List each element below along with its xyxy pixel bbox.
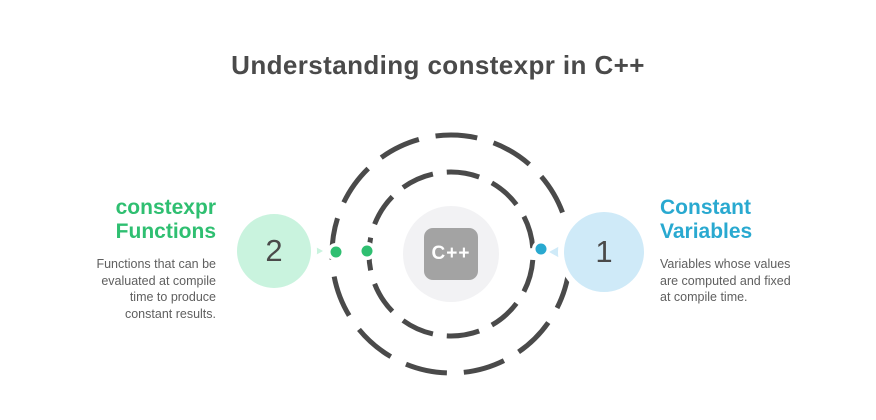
step-1-textblock: Constant Variables Variables whose value… [660,196,845,306]
step-2-body-line: time to produce [129,290,216,304]
step-2-heading-line-2: Functions [115,220,216,243]
right-inner-ring-dot [535,243,547,255]
center-hub-circle: C++ [403,206,499,302]
left-inner-ring-dot [361,245,373,257]
step-2-description: Functions that can be evaluated at compi… [41,256,216,322]
step-2-body-line: evaluated at compile [101,273,216,288]
step-2-body-line: constant results. [124,306,216,321]
diagram-title: Understanding constexpr in C++ [231,50,645,80]
step-2-heading-line-1: constexpr [115,196,216,219]
step-1-description: Variables whose values are computed and … [660,256,845,306]
step-2-textblock: constexpr Functions Functions that can b… [41,196,216,322]
step-2-bubble: 2 [237,214,311,288]
step-1-bubble: 1 [564,212,644,292]
step-1-body-line: Variables whose values [660,257,791,271]
cpp-logo-icon: C++ [424,228,478,280]
cpp-logo-label: C++ [431,243,471,264]
step-2-body-line: Functions that can be [96,257,216,271]
step-1-body-line: at compile time. [660,290,748,304]
step-1-heading: Constant Variables [660,196,845,244]
left-outer-ring-dot [330,246,342,258]
step-1-heading-line-2: Variables [660,220,753,243]
step-1-heading-line-1: Constant [660,196,751,219]
step-1-body-line: are computed and fixed [660,273,791,288]
step-2-number: 2 [265,233,283,268]
step-1-number: 1 [595,234,613,269]
step-2-heading: constexpr Functions [41,196,216,244]
